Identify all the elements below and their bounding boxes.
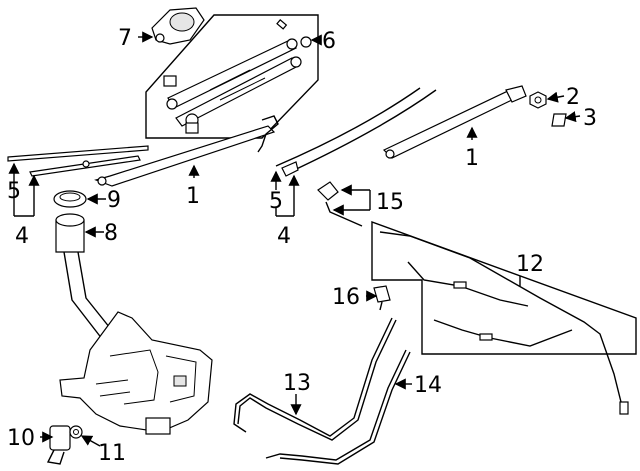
callout-12: 12: [516, 252, 544, 277]
callout-4-left: 4: [15, 224, 29, 249]
wiper-motor: [151, 7, 205, 45]
linkage-inset: [145, 14, 319, 139]
callout-11: 11: [98, 441, 126, 466]
nozzle-upper: [317, 181, 363, 227]
reservoir-neck: [55, 213, 119, 345]
nut: [529, 91, 547, 109]
washer-reservoir: [59, 311, 213, 435]
callout-8: 8: [104, 221, 118, 246]
callout-5-right: 5: [269, 189, 283, 214]
washer-pump: [46, 425, 71, 465]
callout-4-right: 4: [277, 224, 291, 249]
wiper-blade-right: [275, 87, 437, 177]
callout-15: 15: [376, 190, 404, 215]
leader-lines: [8, 31, 581, 447]
callout-14: 14: [414, 373, 442, 398]
callout-9: 9: [107, 188, 121, 213]
callout-10: 10: [7, 426, 35, 451]
cap: [551, 113, 567, 127]
callout-7: 7: [118, 26, 132, 51]
wiper-blade-left: [7, 145, 149, 177]
callout-1-left: 1: [186, 184, 200, 209]
callout-3: 3: [583, 106, 597, 131]
nozzle-lower: [373, 285, 391, 311]
wiper-arm-right: [382, 85, 527, 159]
callout-5-left: 5: [7, 179, 21, 204]
callout-13: 13: [283, 371, 311, 396]
callout-16: 16: [332, 285, 360, 310]
filler-cap: [53, 190, 87, 208]
hose-14: [265, 349, 411, 465]
hose-13: [233, 317, 397, 441]
hose-inset: [371, 221, 637, 415]
grommet: [69, 425, 83, 439]
callout-1-right: 1: [465, 146, 479, 171]
callout-6: 6: [322, 29, 336, 54]
wiper-arm-left: [94, 115, 279, 187]
callout-2: 2: [566, 85, 580, 110]
